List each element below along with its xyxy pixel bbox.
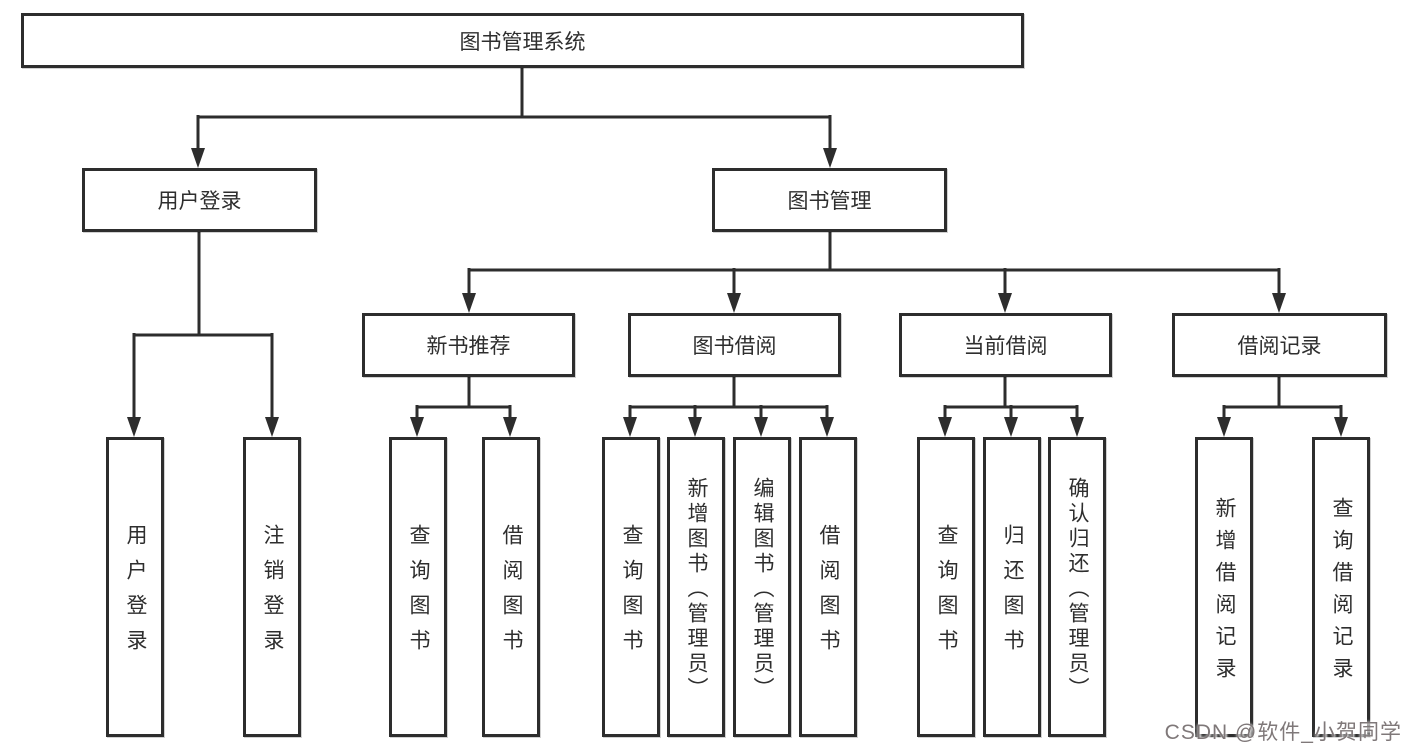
node-label: 图书管理系统 <box>459 30 586 54</box>
node-label: 当前借阅 <box>963 335 1048 358</box>
node-label: 查询图书 <box>620 524 643 664</box>
node-label: 确认归还（管理员） <box>1066 476 1089 702</box>
arrowheads <box>127 148 1348 437</box>
node-label: 编辑图书（管理员） <box>751 476 774 702</box>
node-label: 新增借阅记录 <box>1213 496 1236 689</box>
leaf-query-books-borrowing: 查询图书 <box>602 437 660 737</box>
node-label: 新书推荐 <box>426 335 511 358</box>
leaf-logout: 注销登录 <box>243 437 301 737</box>
node-label: 查询图书 <box>407 524 430 664</box>
node-new-book-recommendation: 新书推荐 <box>362 313 575 377</box>
node-label: 借阅记录 <box>1237 335 1322 358</box>
leaf-borrow-books-borrowing: 借阅图书 <box>799 437 857 737</box>
node-label: 借阅图书 <box>500 524 523 664</box>
leaf-query-books-recommend: 查询图书 <box>389 437 447 737</box>
leaf-edit-books-admin: 编辑图书（管理员） <box>733 437 791 737</box>
node-label: 图书管理 <box>787 190 872 213</box>
node-label: 注销登录 <box>261 524 284 664</box>
node-label: 用户登录 <box>157 190 242 213</box>
leaf-add-borrow-record: 新增借阅记录 <box>1195 437 1253 737</box>
node-current-borrowing: 当前借阅 <box>899 313 1112 377</box>
connector-paths <box>132 66 1343 419</box>
csdn-watermark: CSDN @软件_小贺同学 <box>1164 721 1402 744</box>
leaf-query-books-current: 查询图书 <box>917 437 975 737</box>
node-library-management-system: 图书管理系统 <box>21 13 1024 68</box>
node-borrowing-records: 借阅记录 <box>1172 313 1387 377</box>
node-label: 图书借阅 <box>692 335 777 358</box>
leaf-query-borrow-record: 查询借阅记录 <box>1312 437 1370 737</box>
leaf-add-books-admin: 新增图书（管理员） <box>667 437 725 737</box>
node-label: 借阅图书 <box>817 524 840 664</box>
node-label: 用户登录 <box>124 524 147 664</box>
node-label: 新增图书（管理员） <box>685 476 708 702</box>
node-user-login: 用户登录 <box>82 168 317 232</box>
leaf-user-login: 用户登录 <box>106 437 164 737</box>
node-label: 归还图书 <box>1001 524 1024 664</box>
node-label: 查询图书 <box>935 524 958 664</box>
node-book-borrowing: 图书借阅 <box>628 313 841 377</box>
node-label: 查询借阅记录 <box>1330 496 1353 689</box>
leaf-confirm-return-admin: 确认归还（管理员） <box>1048 437 1106 737</box>
node-book-management: 图书管理 <box>712 168 947 232</box>
leaf-return-books: 归还图书 <box>983 437 1041 737</box>
leaf-borrow-books-recommend: 借阅图书 <box>482 437 540 737</box>
